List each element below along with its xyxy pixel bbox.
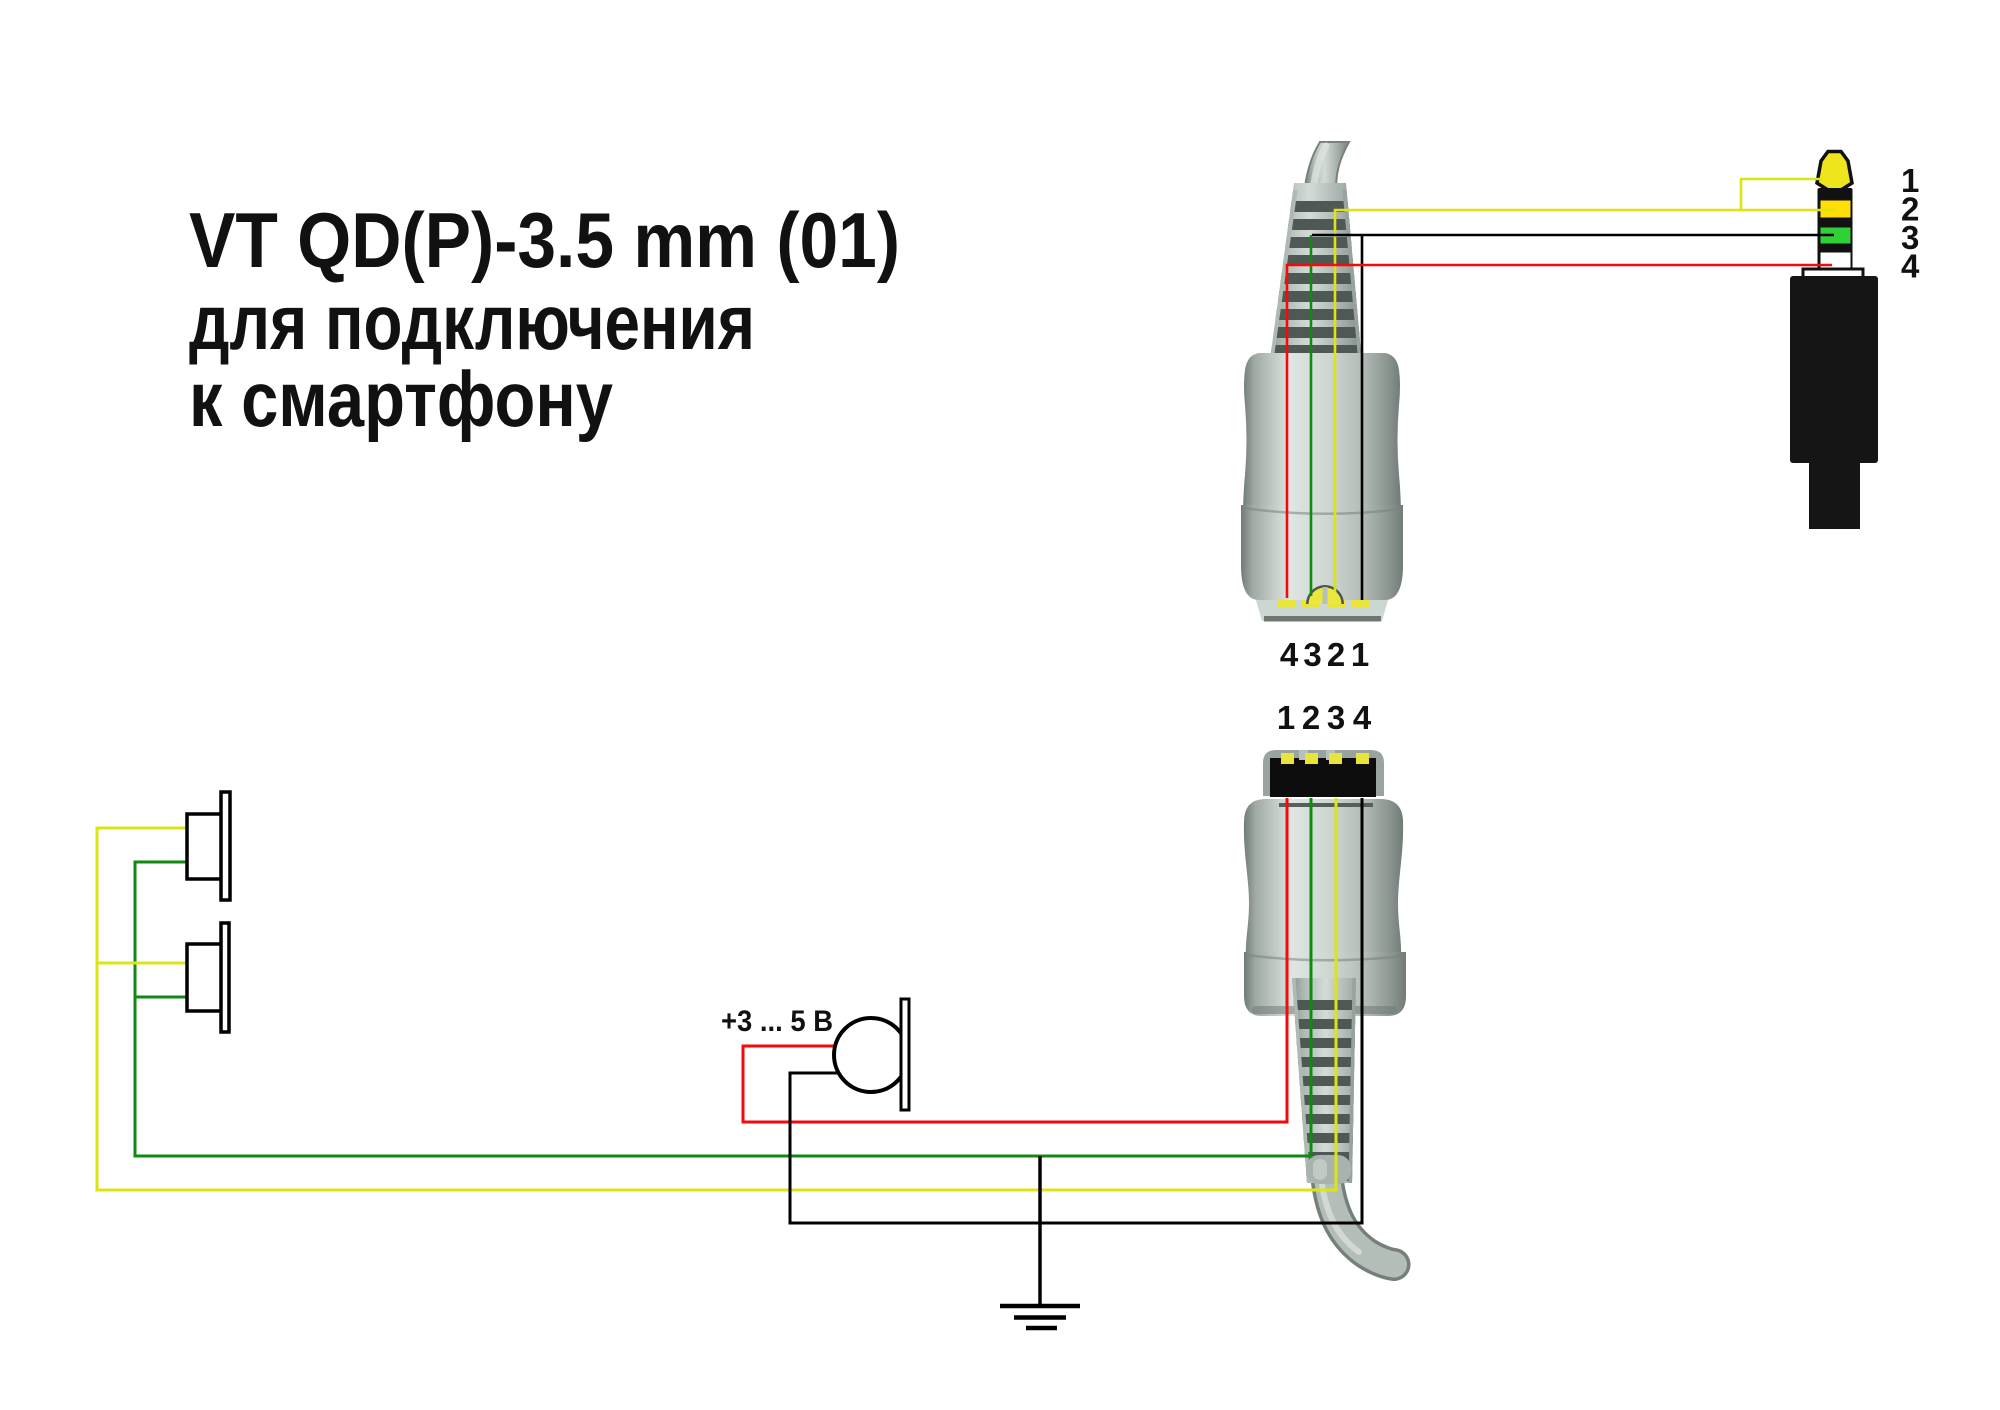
svg-text:4: 4 (1353, 699, 1372, 736)
svg-text:2: 2 (1302, 699, 1320, 736)
svg-text:1: 1 (1351, 636, 1369, 673)
svg-text:4: 4 (1901, 248, 1920, 285)
svg-text:2: 2 (1327, 636, 1345, 673)
svg-text:3: 3 (1327, 699, 1345, 736)
svg-text:1: 1 (1901, 162, 1919, 199)
svg-text:3: 3 (1901, 219, 1919, 256)
svg-text:2: 2 (1901, 191, 1919, 228)
svg-text:3: 3 (1303, 636, 1321, 673)
svg-text:к смартфону: к смартфону (189, 355, 613, 443)
svg-text:4: 4 (1280, 636, 1299, 673)
svg-text:VT QD(P)-3.5 mm (01): VT QD(P)-3.5 mm (01) (189, 196, 900, 284)
svg-text:+3 ... 5 В: +3 ... 5 В (721, 1005, 833, 1038)
svg-text:1: 1 (1277, 699, 1295, 736)
svg-text:для подключения: для подключения (189, 278, 755, 366)
